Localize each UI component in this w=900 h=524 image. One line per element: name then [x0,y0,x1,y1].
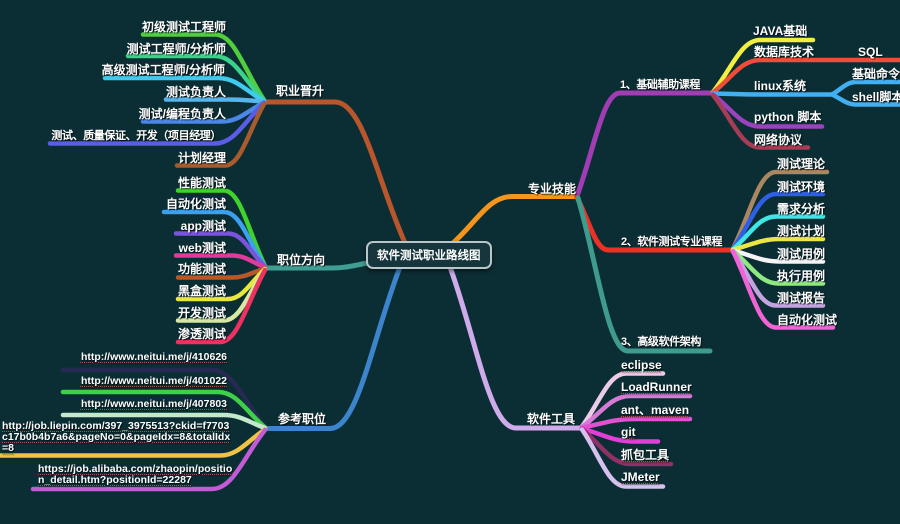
edge-test-qa-dev-pm [47,100,267,146]
node-test-qa-dev-pm[interactable]: 测试、质量保证、开发（项目经理） [51,130,221,142]
node-requirement-analysis[interactable]: 需求分析 [777,202,826,216]
node-basic-commands[interactable]: 基础命令 [852,67,900,81]
node-url-alibaba[interactable]: https://job.alibaba.com/zhaopin/position… [38,463,233,486]
node-linux-system[interactable]: linux系统 [754,79,807,93]
branch-position-direction[interactable]: 职位方向 [277,253,326,267]
node-packet-capture-tools[interactable]: 抓包工具 [621,448,670,462]
edge-basic-courses [574,90,715,199]
node-url-neitui-407803[interactable]: http://www.neitui.me/j/407803 [80,398,227,410]
node-performance-testing[interactable]: 性能测试 [177,176,226,190]
node-test-environment[interactable]: 测试环境 [777,180,826,194]
node-url-neitui-401022[interactable]: http://www.neitui.me/j/401022 [80,375,227,387]
edge-test-case [730,248,826,264]
node-eclipse[interactable]: eclipse [621,358,662,372]
edge-automated-testing [730,249,836,330]
edge-test-leader [163,97,267,104]
branch-reference-positions[interactable]: 参考职位 [278,412,327,426]
branch-professional-skills[interactable]: 专业技能 [528,182,577,196]
edge-basic-commands [829,79,900,97]
edge-jmeter [579,427,666,489]
edge-advanced-architecture [575,195,713,354]
edge-linux-system [710,91,836,97]
edge-test-environment [730,191,826,252]
node-plan-manager[interactable]: 计划经理 [177,151,226,165]
edge-url-alibaba [30,427,268,492]
edge-career-promotion [262,99,408,246]
edge-url-liepin [0,427,268,458]
edge-professional-skills [450,194,580,246]
node-test-programming-leader[interactable]: 测试/编程负责人 [138,107,226,121]
root-node[interactable]: 软件测试职业路线图 [366,241,492,269]
node-test-plan[interactable]: 测试计划 [777,224,826,238]
node-execute-case[interactable]: 执行用例 [777,269,826,283]
edge-url-neitui-407803 [60,412,268,431]
edge-reference-positions [263,264,403,431]
node-development-testing[interactable]: 开发测试 [177,306,226,320]
branch-career-promotion[interactable]: 职业晋升 [276,84,325,98]
edge-penetration-testing [175,267,268,345]
node-test-report[interactable]: 测试报告 [777,291,826,305]
node-network-protocol[interactable]: 网络协议 [754,133,803,147]
node-basic-courses[interactable]: 1、基础辅助课程 [620,79,700,91]
node-penetration-testing[interactable]: 渗透测试 [177,327,226,341]
node-test-theory[interactable]: 测试理论 [777,157,826,171]
node-loadrunner[interactable]: LoadRunner [621,380,692,394]
edge-plan-manager [174,101,267,168]
edge-senior-test-engineer-analyst [102,75,267,104]
node-functional-testing[interactable]: 功能测试 [177,262,226,276]
node-sql[interactable]: SQL [858,45,883,59]
node-jmeter[interactable]: JMeter [621,470,660,484]
edge-git [579,426,661,444]
node-java-basic[interactable]: JAVA基础 [753,24,808,38]
node-shell-script[interactable]: shell脚本 [852,90,900,104]
node-python-script[interactable]: python 脚本 [754,110,822,124]
node-advanced-architecture[interactable]: 3、高级软件架构 [621,336,701,348]
node-junior-test-engineer[interactable]: 初级测试工程师 [141,20,226,34]
edge-loadrunner [579,393,693,430]
node-database-tech[interactable]: 数据库技术 [754,45,815,59]
node-app-testing[interactable]: app测试 [180,219,226,233]
node-automation-testing[interactable]: 自动化测试 [165,197,226,211]
node-test-case[interactable]: 测试用例 [777,247,826,261]
edge-test-plan [730,236,826,252]
edge-network-protocol [710,92,811,150]
edge-junior-test-engineer [140,32,267,103]
edge-url-neitui-401022 [60,389,268,430]
edge-position-direction [263,260,371,271]
branch-software-tools[interactable]: 软件工具 [527,412,576,426]
node-test-engineer-analyst[interactable]: 测试工程师/分析师 [126,42,226,56]
node-url-liepin[interactable]: http://job.liepin.com/397_3975513?ckid=f… [2,420,231,454]
edge-ant-maven [579,416,693,430]
edge-requirement-analysis [730,214,826,252]
node-senior-test-engineer-analyst[interactable]: 高级测试工程师/分析师 [101,63,225,77]
edge-packet-capture-tools [579,426,674,467]
node-automated-testing[interactable]: 自动化测试 [777,313,838,327]
node-blackbox-testing[interactable]: 黑盒测试 [177,284,226,298]
edge-database-sql [710,57,900,95]
edge-test-engineer-analyst [125,53,267,103]
node-web-testing[interactable]: web测试 [178,241,226,255]
edge-eclipse [579,371,666,429]
edge-web-testing [173,253,268,270]
node-ant-maven[interactable]: ant、maven [621,403,690,417]
edge-app-testing [173,231,268,270]
edge-software-tools [447,264,583,431]
node-git[interactable]: git [621,425,636,439]
node-test-leader[interactable]: 测试负责人 [165,85,226,99]
edge-shell-script [829,92,900,107]
node-url-neitui-410626[interactable]: http://www.neitui.me/j/410626 [80,351,227,363]
node-professional-courses[interactable]: 2、软件测试专业课程 [621,236,723,248]
edge-java-basic [710,37,816,95]
